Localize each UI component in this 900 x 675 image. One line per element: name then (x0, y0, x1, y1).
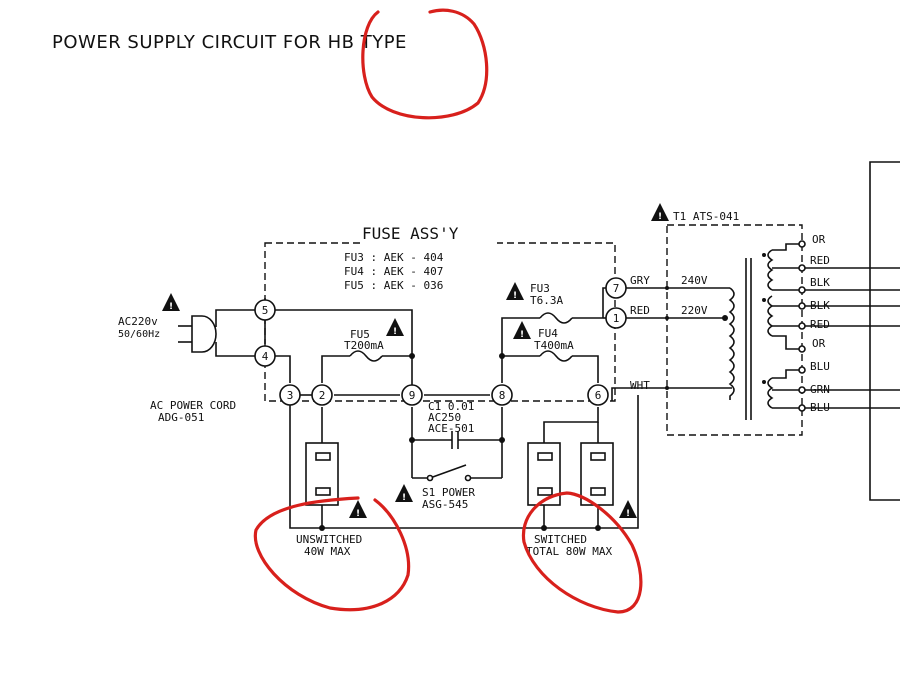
primary-wire-wht: WHT (630, 379, 650, 392)
svg-text:7: 7 (613, 282, 620, 295)
fuse-fu4-name: FU4 (538, 327, 558, 340)
warning-icon (395, 484, 413, 503)
ac-input-voltage: AC220v (118, 315, 158, 328)
node-7: 7 (605, 277, 627, 299)
power-cord-part: ADG-051 (158, 411, 204, 424)
warning-icon (506, 282, 524, 301)
fuse-fu3-symbol (539, 312, 573, 324)
warning-icon (349, 500, 367, 519)
secondary-wire-blu: BLU (810, 360, 830, 373)
switch-label: S1 POWER (422, 486, 475, 499)
svg-text:6: 6 (595, 389, 602, 402)
fuse-assembly-label: FUSE ASS'Y (362, 224, 459, 243)
ac-plug (191, 315, 217, 353)
node-8: 8 (491, 384, 513, 406)
node-2: 2 (311, 384, 333, 406)
transformer-secondary-coil (767, 249, 774, 291)
annotation-circle-switched (521, 491, 643, 614)
fuse-fu3-rating: T6.3A (530, 294, 563, 307)
primary-voltage-240: 240V (681, 274, 708, 287)
outlet-frame (289, 395, 639, 529)
power-switch-lever (429, 464, 467, 479)
svg-text:9: 9 (409, 389, 416, 402)
svg-text:4: 4 (262, 350, 269, 363)
node-9: 9 (401, 384, 423, 406)
warning-icon (619, 500, 637, 519)
switched-rating: TOTAL 80W MAX (526, 545, 612, 558)
node-4: 4 (254, 345, 276, 367)
node-5: 5 (254, 299, 276, 321)
secondary-wire-blk: BLK (810, 276, 830, 289)
warning-icon (651, 203, 669, 222)
svg-text:1: 1 (613, 312, 620, 325)
annotation-circle-unswitched (253, 496, 411, 612)
fuse-fu4-symbol (539, 350, 573, 362)
primary-wire-gry: GRY (630, 274, 650, 287)
annotation-circle-hb-type (361, 8, 489, 120)
capacitor-rating: AC250 (428, 411, 461, 424)
node-3: 3 (279, 384, 301, 406)
primary-wire-red: RED (630, 304, 650, 317)
node-6: 6 (587, 384, 609, 406)
ac-input-frequency: 50/60Hz (118, 329, 160, 340)
fuse-fu5-rating: T200mA (344, 339, 384, 352)
capacitor-value: C1 0.01 (428, 400, 474, 413)
warning-icon (513, 321, 531, 340)
power-cord-label: AC POWER CORD (150, 399, 236, 412)
diagram-title: POWER SUPPLY CIRCUIT FOR HB TYPE (52, 32, 407, 53)
transformer-primary-coil (728, 287, 735, 400)
fuse-fu5-name: FU5 (350, 328, 370, 341)
warning-icon (386, 318, 404, 337)
capacitor-part: ACE-501 (428, 422, 474, 435)
svg-text:2: 2 (319, 389, 326, 402)
fuse-part-fu3: FU3 : AEK - 404 (344, 251, 444, 264)
primary-voltage-220: 220V (681, 304, 708, 317)
svg-text:8: 8 (499, 389, 506, 402)
fuse-fu5-symbol (349, 350, 383, 362)
secondary-wire-red-2: RED (810, 318, 830, 331)
transformer-secondary-coil (767, 377, 774, 409)
transformer-box (666, 224, 803, 436)
switch-part: ASG-545 (422, 498, 468, 511)
unswitched-rating: 40W MAX (304, 545, 351, 558)
fuse-fu3-name: FU3 (530, 282, 550, 295)
transformer-label: T1 ATS-041 (673, 210, 739, 223)
switched-label: SWITCHED (534, 533, 587, 546)
warning-icon (162, 293, 180, 312)
fuse-part-fu5: FU5 : AEK - 036 (344, 279, 443, 292)
secondary-wire-or: OR (812, 233, 826, 246)
fuse-fu4-rating: T400mA (534, 339, 574, 352)
fuse-part-fu4: FU4 : AEK - 407 (344, 265, 443, 278)
secondary-wire-or-2: OR (812, 337, 826, 350)
board-outline (869, 161, 900, 501)
unswitched-label: UNSWITCHED (296, 533, 362, 546)
node-1: 1 (605, 307, 627, 329)
transformer-secondary-coil (767, 295, 774, 337)
secondary-wire-red: RED (810, 254, 830, 267)
svg-text:3: 3 (287, 389, 294, 402)
svg-text:5: 5 (262, 304, 269, 317)
